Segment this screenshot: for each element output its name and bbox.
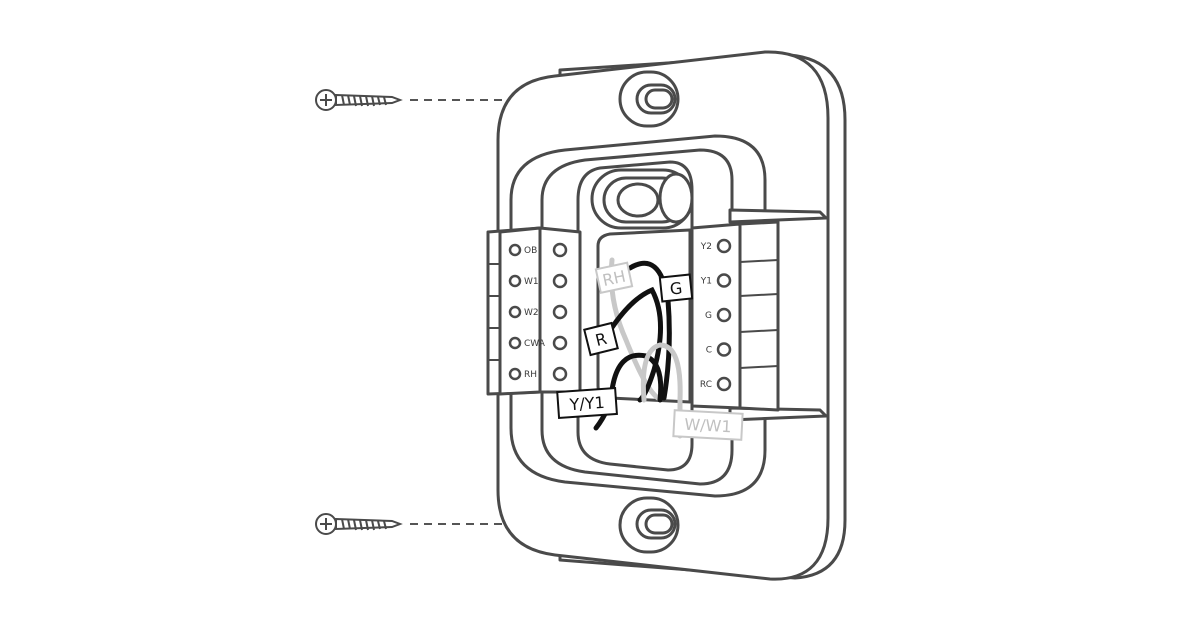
left-terminal-rh: RH xyxy=(508,366,568,382)
bottom-mounting-slot xyxy=(618,496,680,554)
wire-r xyxy=(601,286,663,403)
tag-r: R xyxy=(583,321,619,357)
right-terminal-label: G xyxy=(705,311,712,321)
right-terminal-block xyxy=(690,220,780,412)
left-terminal-label: W2 xyxy=(524,308,539,318)
terminal-screw-icon xyxy=(552,242,568,258)
top-mounting-slot xyxy=(618,70,680,128)
left-terminal-w2: W2 xyxy=(508,304,568,320)
terminal-screw-icon xyxy=(552,304,568,320)
bubble-level xyxy=(590,168,694,230)
right-terminal-rc: RC xyxy=(700,376,732,392)
left-terminal-label: CWA xyxy=(524,339,546,349)
right-terminal-y1: Y1 xyxy=(700,273,732,288)
terminal-screw-icon xyxy=(552,335,568,351)
left-terminal-w1: W1 xyxy=(508,273,568,289)
left-terminal-ob: OB xyxy=(508,242,568,258)
right-rail-top xyxy=(728,208,828,224)
left-terminal-cwa: CWA xyxy=(508,335,568,351)
top-screw xyxy=(315,89,403,111)
terminal-screw-icon xyxy=(552,366,568,382)
terminal-hole-icon xyxy=(508,367,522,381)
terminal-hole-icon xyxy=(508,336,522,350)
right-terminal-label: Y2 xyxy=(700,242,712,252)
tag-ww1-label: W/W1 xyxy=(684,415,732,436)
terminal-screw-icon xyxy=(716,238,732,254)
right-terminal-y2: Y2 xyxy=(700,238,732,254)
tag-rh-label: RH xyxy=(601,267,628,290)
tag-yy1: Y/Y1 xyxy=(556,386,618,420)
right-terminal-label: C xyxy=(706,346,712,356)
wire-w xyxy=(640,342,683,439)
terminal-hole-icon xyxy=(508,305,522,319)
tag-ww1: W/W1 xyxy=(672,409,744,441)
terminal-screw-icon xyxy=(716,273,732,288)
terminal-hole-icon xyxy=(508,274,522,288)
left-terminal-label: OB xyxy=(524,246,537,256)
terminal-screw-icon xyxy=(716,307,732,323)
right-terminal-label: Y1 xyxy=(700,277,712,287)
right-terminal-c: C xyxy=(706,342,732,357)
terminal-screw-icon xyxy=(716,342,732,357)
terminal-screw-icon xyxy=(716,376,732,392)
tag-g: G xyxy=(658,273,694,303)
tag-yy1-label: Y/Y1 xyxy=(568,393,605,414)
left-terminal-label: W1 xyxy=(524,277,539,287)
tag-g-label: G xyxy=(669,278,683,298)
terminal-hole-icon xyxy=(508,243,522,257)
left-terminal-label: RH xyxy=(524,370,537,380)
terminal-screw-icon xyxy=(552,273,568,289)
right-terminal-g: G xyxy=(705,307,732,323)
bottom-screw xyxy=(315,513,403,535)
right-terminal-label: RC xyxy=(700,380,712,390)
tag-rh: RH xyxy=(594,261,634,295)
tag-r-label: R xyxy=(593,329,608,350)
